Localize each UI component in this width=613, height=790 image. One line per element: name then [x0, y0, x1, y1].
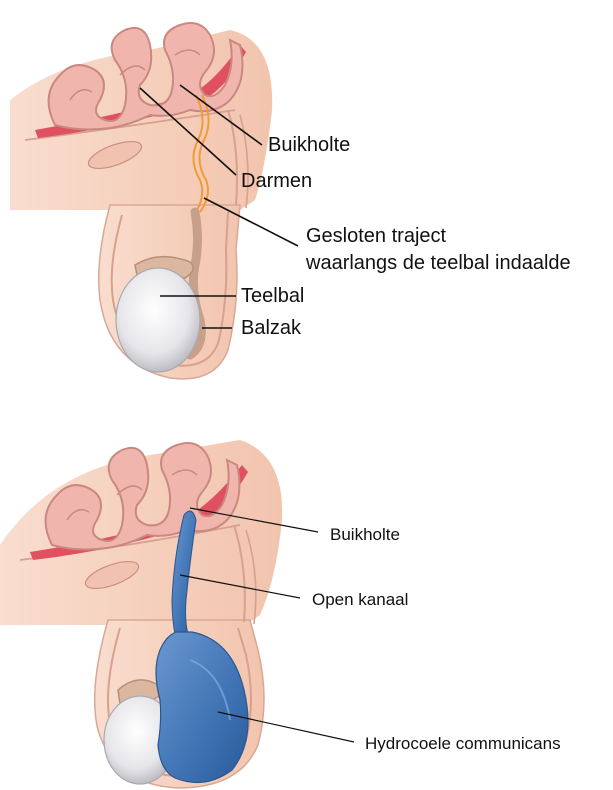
- label-teelbal: Teelbal: [241, 285, 304, 307]
- bottom-anatomy: [0, 440, 282, 788]
- label-buikholte-bottom: Buikholte: [330, 525, 400, 544]
- top-anatomy: [10, 23, 272, 379]
- label-traject-line1: Gesloten traject: [306, 225, 447, 247]
- top-testis: [116, 268, 200, 372]
- label-balzak: Balzak: [241, 317, 302, 339]
- label-hydrocoele: Hydrocoele communicans: [365, 734, 561, 753]
- label-darmen: Darmen: [241, 170, 312, 192]
- label-open-kanaal: Open kanaal: [312, 590, 408, 609]
- label-traject-line2: waarlangs de teelbal indaalde: [305, 252, 571, 274]
- label-buikholte-top: Buikholte: [268, 134, 350, 156]
